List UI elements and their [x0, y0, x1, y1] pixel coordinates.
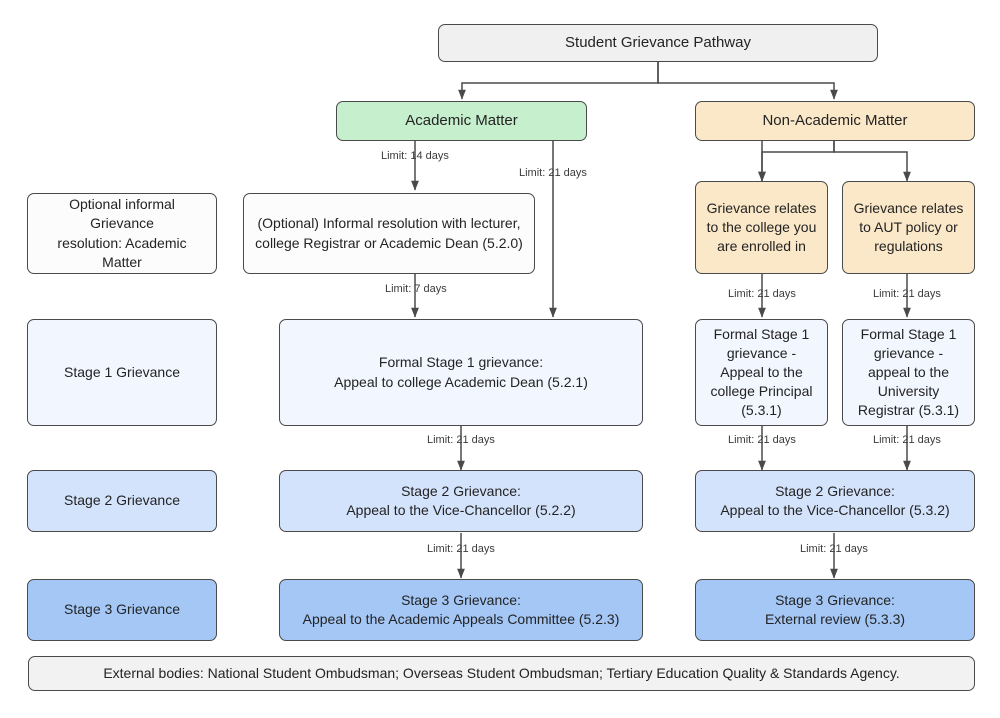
node-academic-matter[interactable]: Academic Matter	[336, 101, 587, 141]
edge-label-academic-stage1-to-2: Limit: 21 days	[427, 434, 495, 446]
legend-stage-1-grievance[interactable]: Stage 1 Grievance	[27, 319, 217, 426]
node-stage-2-non-academic-532[interactable]: Stage 2 Grievance: Appeal to the Vice-Ch…	[695, 470, 975, 532]
node-label: (Optional) Informal resolution with lect…	[255, 215, 523, 251]
edge-label-text: Limit: 7 days	[385, 283, 447, 295]
edge-label-text: Limit: 21 days	[427, 434, 495, 446]
edge-label-text: Limit: 21 days	[728, 288, 796, 300]
node-label: Stage 1 Grievance	[64, 363, 180, 380]
node-formal-stage-1-university-registrar-531[interactable]: Formal Stage 1 grievance - appeal to the…	[842, 319, 975, 426]
edge-label-academic-direct-stage1: Limit: 21 days	[519, 167, 587, 179]
node-stage-3-academic-523[interactable]: Stage 3 Grievance: Appeal to the Academi…	[279, 579, 643, 641]
node-formal-stage-1-academic-521[interactable]: Formal Stage 1 grievance: Appeal to coll…	[279, 319, 643, 426]
legend-stage-2-grievance[interactable]: Stage 2 Grievance	[27, 470, 217, 532]
node-label: Stage 3 Grievance: Appeal to the Academi…	[302, 591, 620, 627]
node-stage-3-non-academic-533[interactable]: Stage 3 Grievance: External review (5.3.…	[695, 579, 975, 641]
edge-label-text: Limit: 21 days	[728, 434, 796, 446]
node-label: Formal Stage 1 grievance - appeal to the…	[857, 325, 960, 419]
edge-label-informal-to-stage1: Limit: 7 days	[385, 283, 447, 295]
node-external-bodies-footer[interactable]: External bodies: National Student Ombuds…	[28, 656, 975, 691]
edge-label-academic-informal: Limit: 14 days	[381, 150, 449, 162]
node-label: Stage 3 Grievance: External review (5.3.…	[764, 591, 906, 627]
node-non-academic-matter[interactable]: Non-Academic Matter	[695, 101, 975, 141]
node-label: Optional informal Grievance resolution: …	[57, 196, 187, 270]
edge-label-na-right-stage1-to-2: Limit: 21 days	[873, 434, 941, 446]
node-label: Non-Academic Matter	[762, 111, 908, 129]
node-label: Grievance relates to the college you are…	[706, 199, 817, 255]
edge-label-text: Limit: 21 days	[800, 543, 868, 555]
node-student-grievance-pathway[interactable]: Student Grievance Pathway	[438, 24, 878, 62]
node-label: Academic Matter	[405, 111, 518, 129]
edge-label-text: Limit: 21 days	[519, 167, 587, 179]
legend-stage-3-grievance[interactable]: Stage 3 Grievance	[27, 579, 217, 641]
node-label: Stage 2 Grievance: Appeal to the Vice-Ch…	[720, 482, 950, 518]
node-label: Formal Stage 1 grievance: Appeal to coll…	[334, 354, 588, 390]
node-informal-resolution-520[interactable]: (Optional) Informal resolution with lect…	[243, 193, 535, 274]
edge-label-text: Limit: 21 days	[873, 434, 941, 446]
legend-optional-informal-grievance[interactable]: Optional informal Grievance resolution: …	[27, 193, 217, 274]
edge-label-text: Limit: 21 days	[873, 288, 941, 300]
node-label: Stage 2 Grievance	[64, 492, 180, 509]
edge-label-text: Limit: 14 days	[381, 150, 449, 162]
node-label: Grievance relates to AUT policy or regul…	[853, 199, 964, 255]
edge-label-na-right-to-stage1: Limit: 21 days	[873, 288, 941, 300]
node-grievance-relates-college[interactable]: Grievance relates to the college you are…	[695, 181, 828, 274]
node-label: External bodies: National Student Ombuds…	[103, 664, 900, 681]
node-label: Student Grievance Pathway	[565, 33, 751, 51]
edge-label-na-left-to-stage1: Limit: 21 days	[728, 288, 796, 300]
node-label: Stage 2 Grievance: Appeal to the Vice-Ch…	[346, 482, 576, 518]
edge-label-na-stage2-to-3: Limit: 21 days	[800, 543, 868, 555]
edge-label-na-left-stage1-to-2: Limit: 21 days	[728, 434, 796, 446]
node-stage-2-academic-522[interactable]: Stage 2 Grievance: Appeal to the Vice-Ch…	[279, 470, 643, 532]
node-label: Stage 3 Grievance	[64, 601, 180, 618]
edge-label-text: Limit: 21 days	[427, 543, 495, 555]
edge-label-academic-stage2-to-3: Limit: 21 days	[427, 543, 495, 555]
node-label: Formal Stage 1 grievance - Appeal to the…	[710, 325, 813, 419]
node-formal-stage-1-college-principal-531[interactable]: Formal Stage 1 grievance - Appeal to the…	[695, 319, 828, 426]
node-grievance-relates-aut-policy[interactable]: Grievance relates to AUT policy or regul…	[842, 181, 975, 274]
